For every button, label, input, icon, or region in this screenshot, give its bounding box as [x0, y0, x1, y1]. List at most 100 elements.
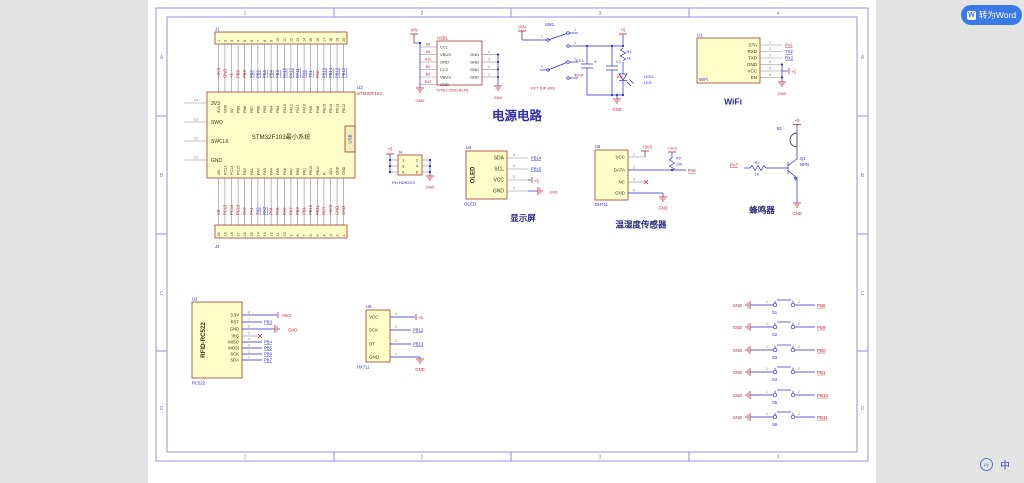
ec1-ref: EC1: [576, 58, 585, 63]
ic-pin-label: GND: [230, 327, 239, 332]
net-label: PB6: [264, 352, 273, 357]
led-symbol: [618, 73, 628, 81]
pin-number: 1: [766, 344, 769, 349]
hx-ref: U6: [366, 304, 372, 309]
buzzer-symbol: [789, 132, 798, 148]
pin-number: 12: [289, 38, 293, 42]
pin-number: 19: [336, 38, 340, 42]
mcu-pin-label: VB: [217, 169, 221, 175]
mcu-pin-label: PC14: [230, 166, 234, 176]
pin-number: 13: [296, 38, 300, 42]
pin-number: 16: [243, 232, 247, 236]
switch-contact: [566, 44, 570, 48]
frame-col-label: 1: [244, 455, 247, 461]
pin-number: 2: [798, 366, 801, 371]
button-contact: [790, 414, 796, 420]
button-contact: [772, 392, 778, 398]
net-label: PB13: [335, 67, 340, 78]
pin-number: 1: [513, 185, 516, 190]
mcu-pin-label: PB10: [309, 166, 313, 175]
net-label: PB5: [264, 346, 273, 351]
dht-body: [594, 149, 629, 201]
oled-label: OLED: [464, 202, 477, 207]
buzzer-caption: 蜂鸣器: [749, 205, 775, 215]
j4-v5-label: +5: [388, 147, 393, 152]
button-ref: S6: [772, 422, 778, 427]
j4-body: [397, 154, 423, 176]
pin-number: 8: [248, 311, 250, 315]
switch-contact: [566, 60, 570, 64]
pin-number: 4: [633, 188, 636, 193]
ic-pin-label: DT: [369, 342, 375, 347]
convert-to-word-button[interactable]: W 转为Word: [961, 5, 1022, 25]
pin-number: 3: [230, 40, 234, 42]
mcu-pin-label: PB3: [276, 106, 280, 113]
pin-number: 6: [769, 72, 772, 77]
usb-ref: USB1: [437, 36, 449, 41]
net-label: PA11: [295, 68, 300, 78]
schematic-labels: J1 U2 STM32F103 STM32F103最小系统 USB J2 USB…: [192, 22, 809, 386]
net-label: RX2: [785, 56, 794, 61]
pin-number: 11: [283, 38, 287, 42]
ic-pin-label: VCC: [493, 178, 504, 184]
net-label: PB3: [275, 69, 280, 78]
button-ref: S3: [772, 355, 778, 360]
power-vin-label: VIN: [518, 25, 526, 30]
ic-pin-label: TXD: [748, 56, 758, 61]
mcu-pin-label: PB14: [329, 104, 333, 113]
wifi-inner-label: WiFi: [699, 77, 708, 82]
frame-row-label: D: [160, 406, 164, 412]
gnd-label: GND: [733, 415, 742, 420]
net-label: RST: [321, 206, 326, 215]
net-label: PB8: [242, 69, 247, 78]
pin-number: 8: [296, 234, 300, 236]
usb-body: [436, 40, 483, 86]
pin-number: 20: [217, 232, 221, 236]
junction-dot: [418, 41, 422, 45]
usb-gnd-right-label: GND: [494, 95, 503, 100]
ime-pinyin-icon[interactable]: py: [980, 458, 993, 471]
mcu-pin-label: PA11: [296, 104, 300, 113]
net-label: TX1: [308, 70, 313, 78]
j4-ref: J4: [398, 150, 403, 155]
wire: [257, 333, 263, 339]
button-contact: [772, 324, 778, 330]
frame-row-label: A: [861, 55, 865, 61]
usb-inner-pin: VBUS: [440, 52, 451, 57]
mcu-ref: U2: [357, 85, 363, 90]
dht-pullup-net: +3V3: [667, 146, 677, 151]
pin-number: 5: [248, 332, 250, 336]
net-label: PB14: [531, 156, 542, 161]
net-label: PA4: [269, 207, 274, 215]
mcu-pin-label: PB12: [342, 104, 346, 113]
mcu-pin-label: PC15: [237, 166, 241, 176]
ec1-plus-sign: +: [594, 60, 597, 66]
pin-number: 6: [248, 325, 250, 329]
net-label: PA0: [242, 207, 247, 215]
ime-chinese-mode[interactable]: 中: [1000, 461, 1010, 472]
ime-indicator[interactable]: py 中: [980, 457, 1010, 472]
pin-number: 2: [488, 64, 491, 69]
pin-number: 5: [316, 234, 320, 236]
pin-number: 1: [248, 356, 250, 360]
buzzer-v5-label: +5: [794, 118, 800, 123]
pin-number: 2: [223, 40, 227, 42]
usb-part: TYPEC-250D-BCP6: [436, 89, 468, 93]
j4-gnd-label: GND: [426, 185, 435, 190]
pin-number: 4: [416, 164, 419, 169]
led1-ref: LED1: [644, 74, 655, 79]
mcu-usb-tab: [344, 125, 356, 153]
pin-number: 9: [289, 234, 293, 236]
pin-number: 8: [263, 40, 267, 42]
pin-number: 4: [237, 40, 241, 42]
junction-dot: [615, 93, 619, 97]
net-label: PB13: [413, 342, 424, 347]
pin-number: 3: [402, 164, 405, 169]
pin-number: 2: [798, 299, 801, 304]
pin-number: 3: [633, 177, 636, 182]
wifi-v5-label: +5: [791, 70, 796, 75]
r1-ref: R1: [627, 49, 633, 54]
pin-number: 17: [237, 232, 241, 236]
oled-gnd-label: GND: [550, 191, 558, 195]
